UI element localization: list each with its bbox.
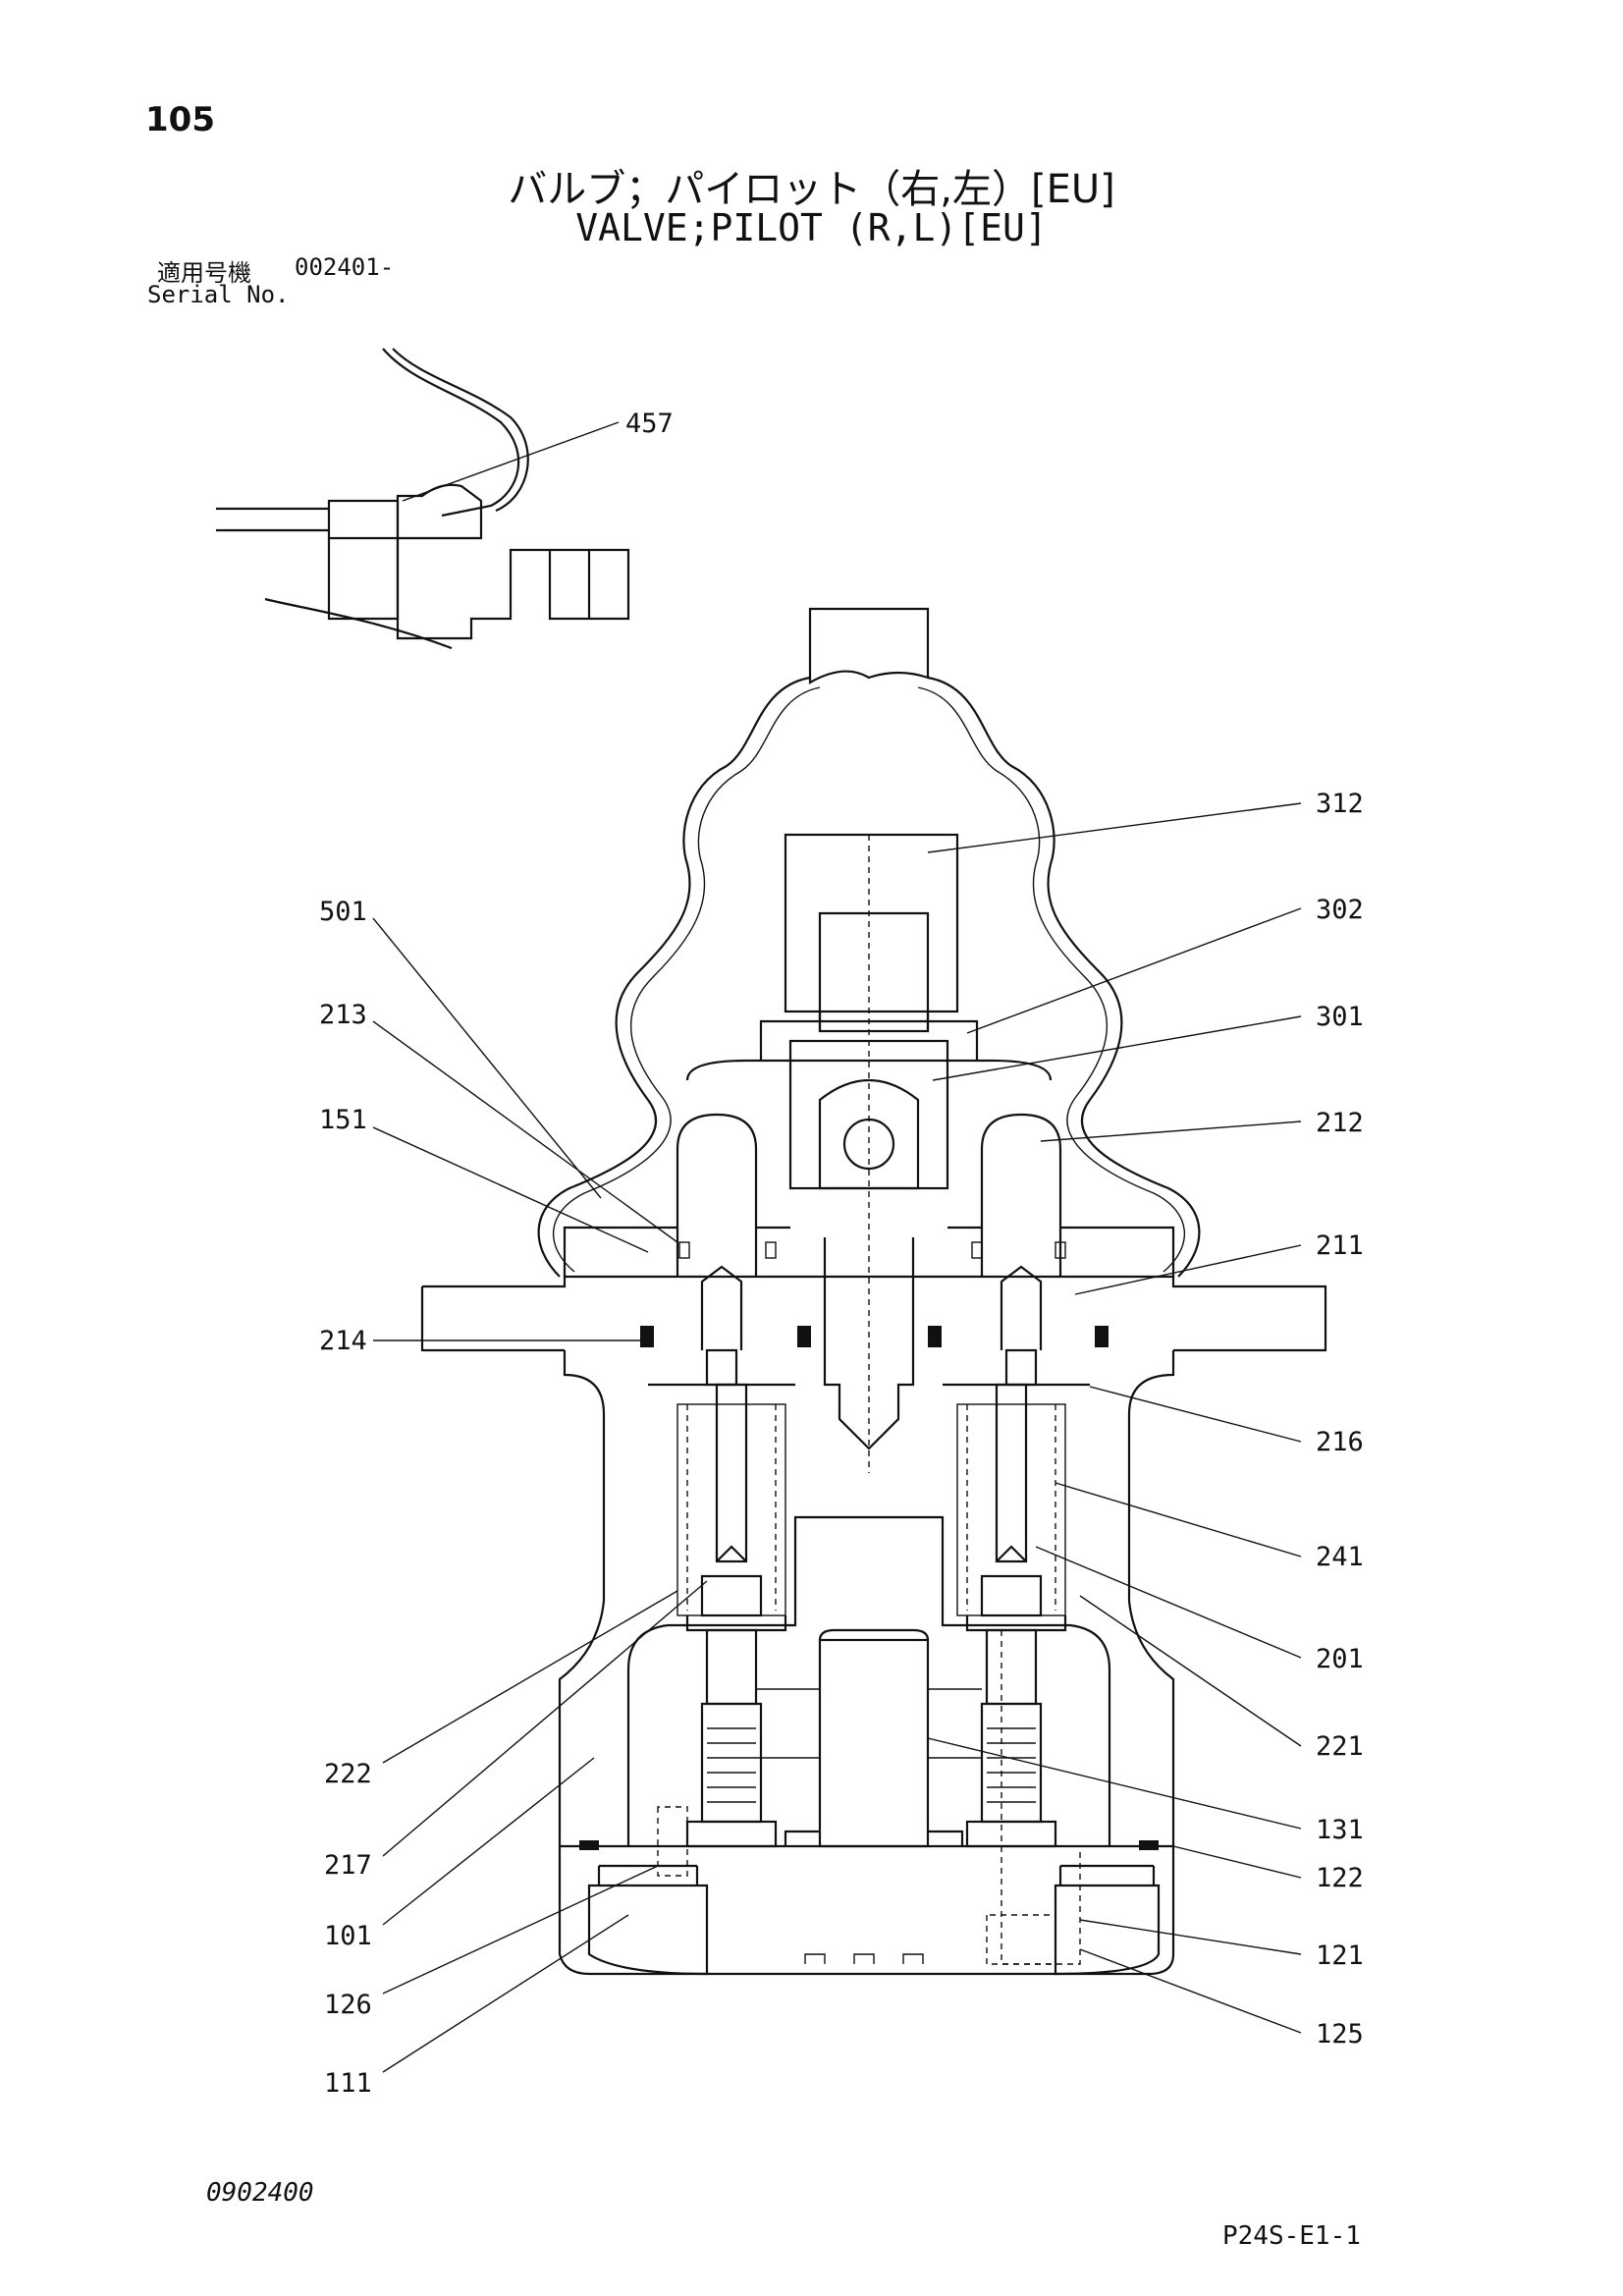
callout-131: 131 xyxy=(1316,1815,1364,1845)
page-number: 105 xyxy=(145,100,215,139)
inset-detail xyxy=(216,348,630,650)
title-japanese: バルブ；パイロット（右,左）[EU] xyxy=(508,167,1115,212)
title-english: VALVE;PILOT (R,L)[EU] xyxy=(575,206,1048,249)
callout-211: 211 xyxy=(1316,1230,1364,1261)
callout-126: 126 xyxy=(324,1990,372,2020)
callout-213: 213 xyxy=(319,1000,367,1030)
callout-217: 217 xyxy=(324,1850,372,1881)
serial-label-japanese: 適用号機 xyxy=(157,259,251,287)
serial-label-english: Serial No. xyxy=(147,281,290,308)
callout-216: 216 xyxy=(1316,1427,1364,1457)
footer-left-code: 0902400 xyxy=(206,2178,314,2208)
callout-222: 222 xyxy=(324,1759,372,1789)
main-valve-section xyxy=(420,607,1327,1976)
callout-301: 301 xyxy=(1316,1002,1364,1032)
serial-value: 002401- xyxy=(295,253,395,281)
callout-214: 214 xyxy=(319,1326,367,1356)
callout-111: 111 xyxy=(324,2068,372,2099)
callout-121: 121 xyxy=(1316,1941,1364,1971)
callout-201: 201 xyxy=(1316,1644,1364,1674)
callout-151: 151 xyxy=(319,1105,367,1135)
callout-312: 312 xyxy=(1316,789,1364,819)
callout-501: 501 xyxy=(319,897,367,927)
callout-221: 221 xyxy=(1316,1731,1364,1762)
callout-101: 101 xyxy=(324,1921,372,1951)
callout-241: 241 xyxy=(1316,1542,1364,1572)
callout-labels: 457 312 302 301 212 211 216 241 201 221 … xyxy=(319,409,1364,2099)
footer-right-code: P24S-E1-1 xyxy=(1222,2221,1361,2251)
callout-212: 212 xyxy=(1316,1108,1364,1138)
callout-122: 122 xyxy=(1316,1863,1364,1893)
callout-457: 457 xyxy=(625,409,674,439)
leader-lines xyxy=(372,802,1302,2073)
callout-302: 302 xyxy=(1316,895,1364,925)
callout-125: 125 xyxy=(1316,2019,1364,2050)
